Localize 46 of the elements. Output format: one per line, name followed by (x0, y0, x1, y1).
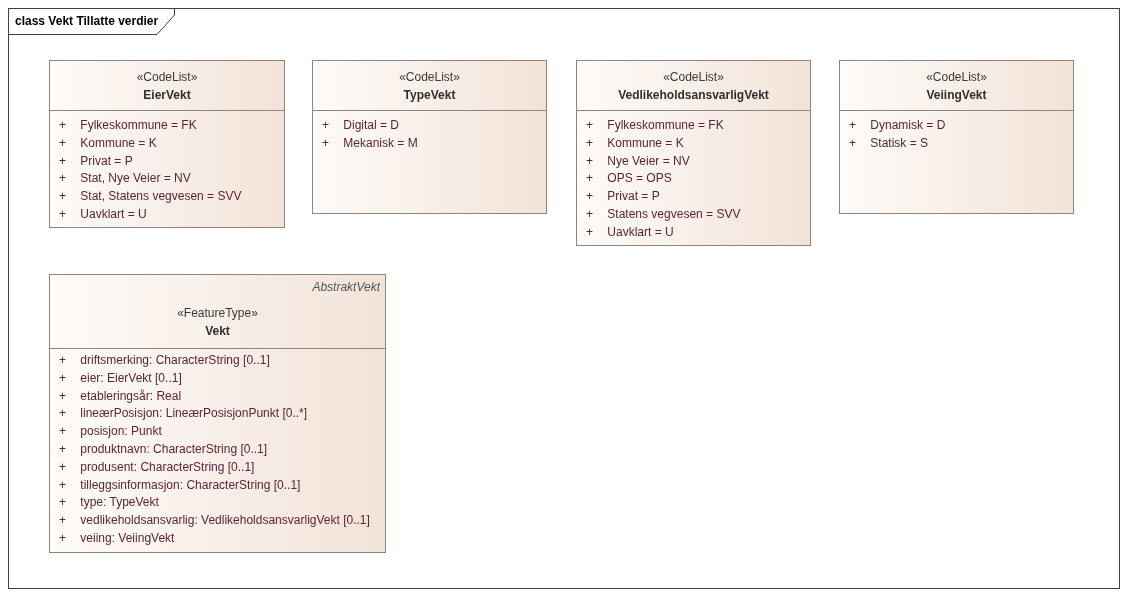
class-name: Vekt (205, 324, 230, 338)
attribute-text: + Statisk = S (849, 134, 929, 151)
stereotype-label: «CodeList» (663, 70, 724, 84)
attribute-text: + posisjon: Punkt (59, 423, 162, 440)
stereotype-label: «CodeList» (399, 70, 460, 84)
attribute-text: + eier: EierVekt [0..1] (59, 369, 182, 386)
class-name: EierVekt (143, 88, 191, 102)
attribute-text: + driftsmerking: CharacterString [0..1] (59, 352, 270, 368)
attribute-text: + Stat, Nye Veier = NV (59, 170, 191, 187)
attribute-text: + produktnavn: CharacterString [0..1] (59, 441, 268, 457)
class-name: VeiingVekt (926, 88, 987, 102)
class-box (49, 274, 386, 553)
attribute-text: + tilleggsinformasjon: CharacterString [0..1] (59, 476, 301, 493)
attribute-text: + Kommune = K (59, 134, 157, 151)
stereotype-label: «CodeList» (926, 70, 987, 84)
frame-title: class Vekt Tillatte verdier (8, 8, 175, 35)
attribute-text: + Nye Veier = NV (586, 152, 690, 169)
class-box (576, 60, 811, 246)
attribute-text: + vedlikeholdsansvarlig: VedlikeholdsansvarligVekt [0..1] (59, 512, 370, 529)
attribute-text: + type: TypeVekt (59, 494, 159, 511)
attribute-text: + Privat = P (586, 188, 660, 205)
attribute-text: + Fylkeskommune = FK (59, 117, 197, 133)
attribute-text: + etableringsår: Real (59, 387, 182, 404)
attribute-text: + Privat = P (59, 152, 133, 169)
attribute-text: + Kommune = K (586, 134, 684, 151)
attribute-text: + OPS = OPS (586, 170, 672, 187)
stereotype-label: «FeatureType» (177, 306, 258, 320)
class-box (49, 60, 285, 228)
class-box (839, 60, 1074, 214)
attribute-text: + Fylkeskommune = FK (586, 117, 724, 133)
attribute-text: + Statens vegvesen = SVV (586, 206, 741, 222)
attribute-text: + Digital = D (322, 117, 400, 133)
attribute-text: + Uavklart = U (59, 206, 147, 222)
attribute-text: + produsent: CharacterString [0..1] (59, 458, 255, 475)
attribute-text: + Dynamisk = D (849, 117, 946, 133)
class-name: TypeVekt (403, 88, 456, 102)
diagram-frame (8, 8, 1120, 589)
parent-class-label: AbstraktVekt (312, 280, 380, 294)
class-box (312, 60, 547, 214)
stereotype-label: «CodeList» (136, 70, 198, 84)
attribute-text: + lineærPosisjon: LineærPosisjonPunkt [0..*] (59, 405, 308, 422)
attribute-text: + Uavklart = U (586, 223, 674, 240)
attribute-text: + Stat, Statens vegvesen = SVV (59, 188, 242, 205)
attribute-text: + Mekanisk = M (322, 134, 418, 151)
class-name: VedlikeholdsansvarligVekt (618, 88, 769, 102)
attribute-text: + veiing: VeiingVekt (59, 530, 175, 546)
